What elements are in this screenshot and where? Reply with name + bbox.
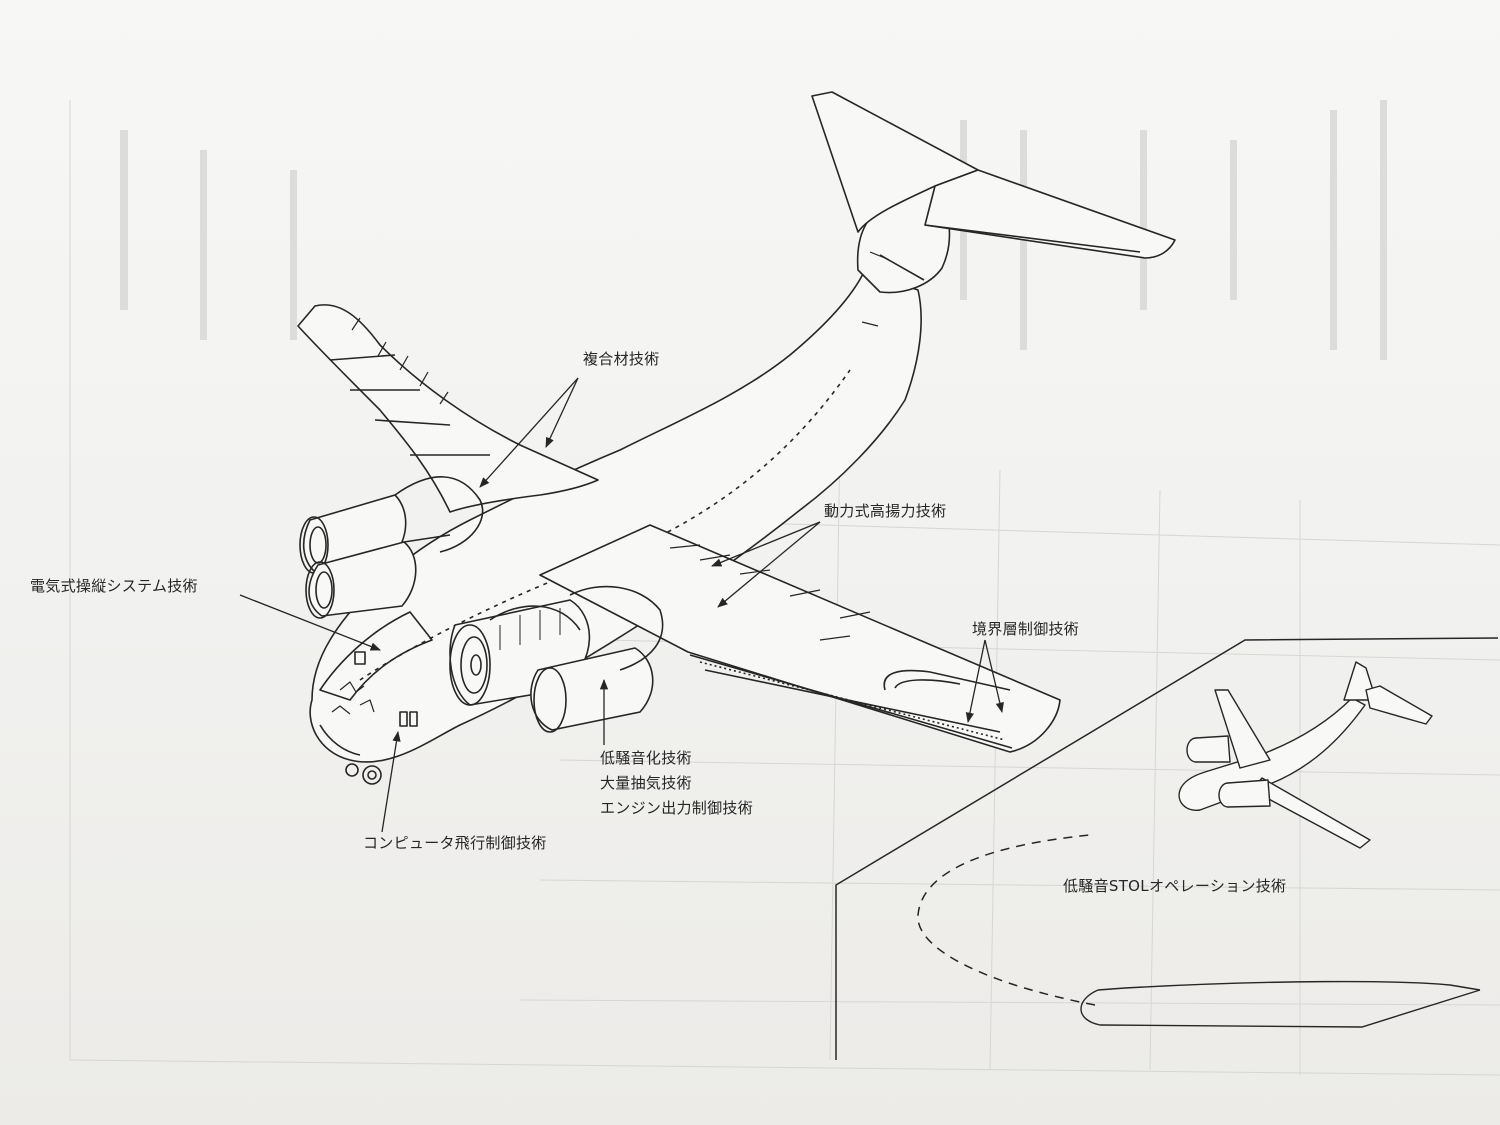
label-engine-output-control: エンジン出力制御技術 <box>600 799 754 817</box>
label-stol-operation: 低騒音STOLオペレーション技術 <box>1063 877 1287 895</box>
left-wing <box>297 304 599 513</box>
label-bleed-air: 大量抽気技術 <box>600 774 692 792</box>
horizontal-stabilizer <box>924 169 1176 259</box>
stol-aircraft-icon <box>1178 661 1433 849</box>
left-engine-2 <box>308 541 417 617</box>
leader-lines <box>239 377 1004 833</box>
stol-inset-panel <box>835 637 1499 1060</box>
label-composites: 複合材技術 <box>583 350 660 368</box>
label-fly-by-wire: 電気式操縦システム技術 <box>30 577 198 595</box>
main-aircraft-cutaway-icon <box>297 91 1176 785</box>
label-powered-lift: 動力式高揚力技術 <box>824 502 947 520</box>
label-computer-flight-control: コンピュータ飛行制御技術 <box>363 834 547 852</box>
label-noise-reduction: 低騒音化技術 <box>600 749 692 767</box>
right-wing <box>539 524 1061 753</box>
label-boundary-layer-control: 境界層制御技術 <box>972 620 1080 638</box>
